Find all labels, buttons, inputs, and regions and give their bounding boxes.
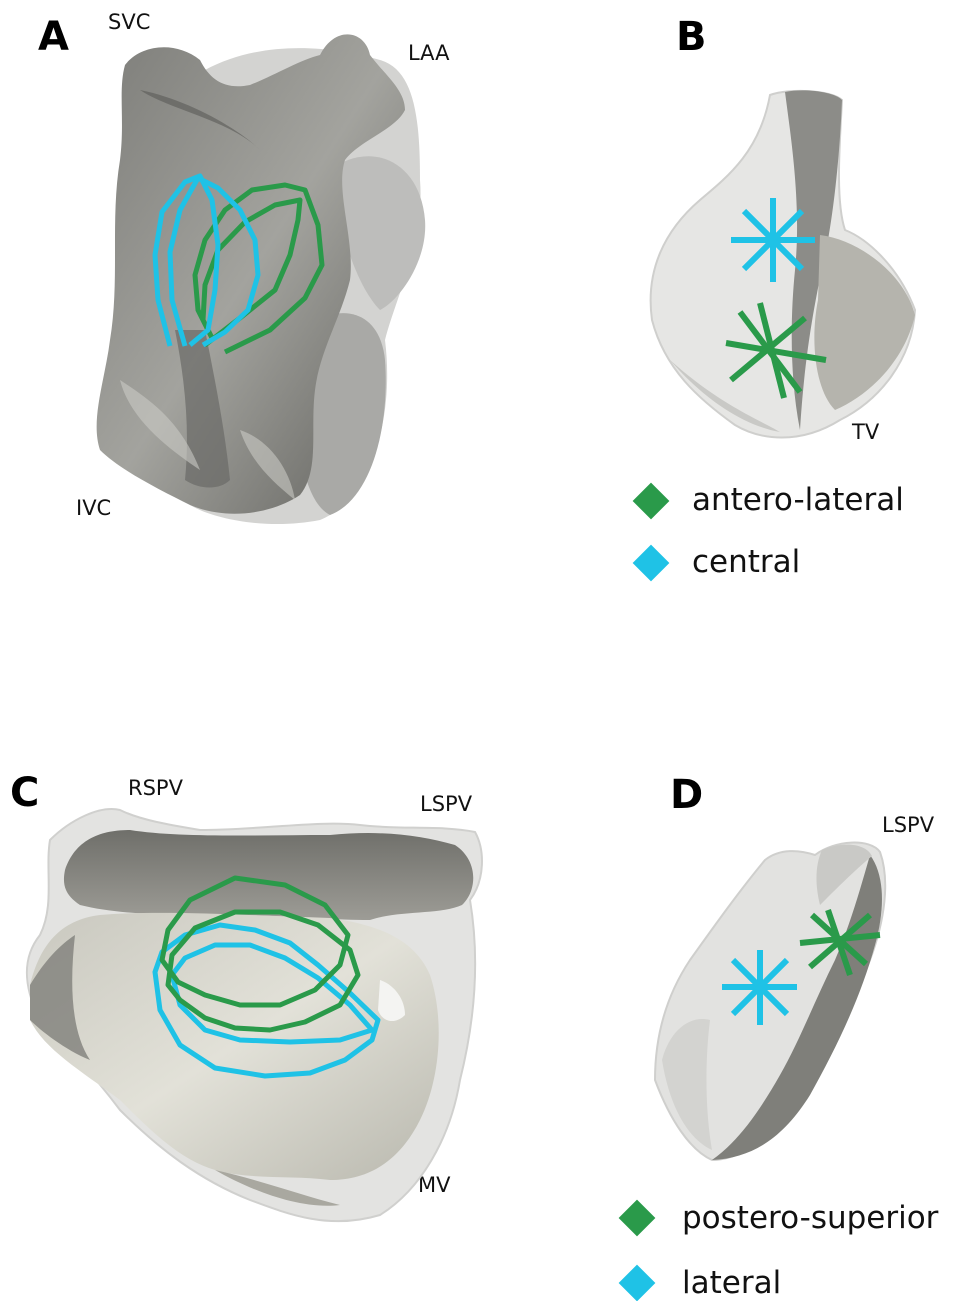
panel-b-letter: B — [676, 14, 707, 60]
panel-a-letter: A — [38, 14, 69, 60]
atrial-body — [30, 913, 439, 1180]
marker-lateral-star — [722, 950, 797, 1025]
label-mv: MV — [418, 1173, 451, 1197]
panel-a: A SVC LAA IVC — [38, 10, 450, 524]
legend-label-postero-superior: postero-superior — [682, 1200, 939, 1236]
atrium-model-a — [97, 34, 426, 524]
label-laa: LAA — [408, 41, 450, 65]
panel-b: B TV antero-later — [633, 14, 915, 581]
panel-c: C RSPV LSPV MV — [10, 770, 482, 1221]
panel-c-letter: C — [10, 770, 39, 816]
panel-d-letter: D — [670, 772, 703, 818]
legend-marker-green — [619, 1200, 656, 1237]
tricuspid-surface — [814, 235, 915, 410]
label-rspv: RSPV — [128, 776, 184, 800]
legend-marker-cyan — [619, 1265, 656, 1301]
legend-marker-green — [633, 483, 670, 520]
label-svc: SVC — [108, 10, 150, 34]
legend-b: antero-lateral central — [633, 482, 904, 581]
legend-label-antero-lateral: antero-lateral — [692, 482, 904, 518]
legend-label-central: central — [692, 544, 800, 580]
label-ivc: IVC — [76, 496, 111, 520]
panel-d: D LSPV postero-su — [619, 772, 939, 1301]
legend-d: postero-superior lateral — [619, 1200, 939, 1301]
label-lspv: LSPV — [420, 792, 473, 816]
legend-label-lateral: lateral — [682, 1265, 781, 1301]
roof-vessels — [64, 830, 473, 920]
label-lspv-d: LSPV — [882, 813, 935, 837]
legend-marker-cyan — [633, 545, 670, 582]
label-tv: TV — [851, 420, 880, 444]
atrium-model-c — [27, 809, 482, 1221]
